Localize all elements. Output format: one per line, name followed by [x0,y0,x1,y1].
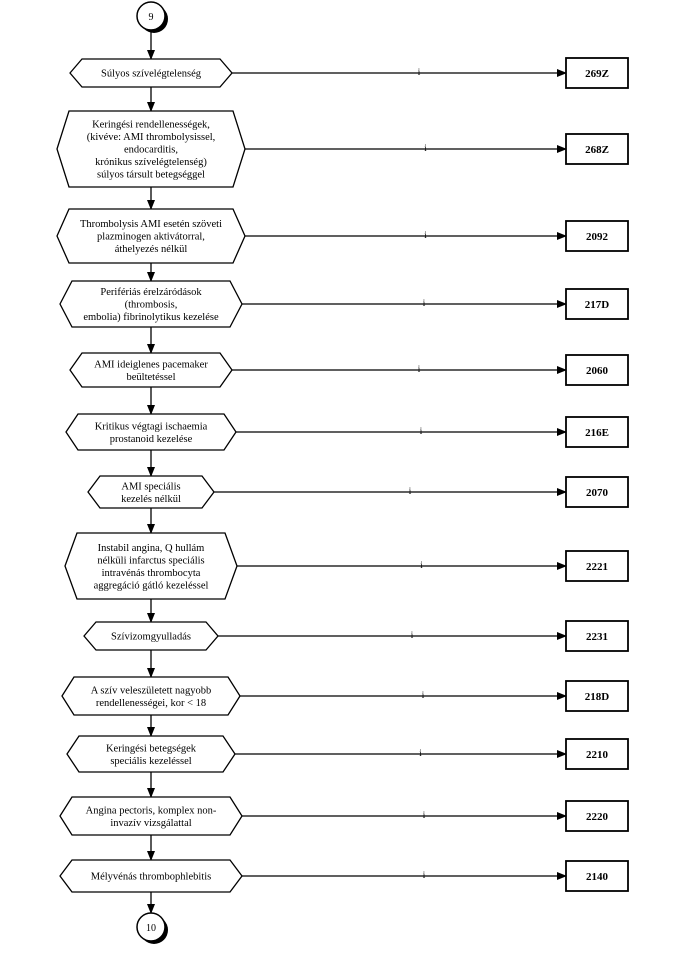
yes-mark: i [420,560,423,570]
code-box [565,57,629,89]
code-box [565,220,629,252]
yes-mark: i [418,364,421,374]
decision-node [59,859,243,893]
decision-node [69,58,233,88]
code-box-label: 216E [585,427,609,439]
yes-mark: i [418,67,421,77]
connector-bottom [136,912,166,942]
decision-node-text: Keringési betegségek [106,743,197,754]
code-box-label: 2140 [586,871,609,883]
decision-node [65,413,237,451]
decision-node [59,796,243,836]
decision-node-text: Szívizomgyulladás [111,632,191,643]
code-box-label: 218D [585,691,610,703]
yes-mark: i [409,486,412,496]
decision-node-text: endocarditis, [124,145,178,156]
decision-node-text: Thrombolysis AMI esetén szöveti [80,219,222,230]
connector-top-label: 9 [149,12,154,23]
decision-node [61,676,241,716]
decision-node-text: kezelés nélkül [121,494,181,505]
code-box [565,354,629,386]
decision-node [56,110,246,188]
decision-node-text: Keringési rendellenességek, [92,120,210,131]
decision-node-text: (thrombosis, [125,300,178,311]
code-box-label: 217D [585,299,610,311]
code-box [565,620,629,652]
code-box [565,860,629,892]
decision-node-text: súlyos társult betegséggel [97,170,205,181]
code-box-label: 2221 [586,561,608,573]
decision-node-text: intravénás thrombocyta [102,568,201,579]
yes-mark: i [419,748,422,758]
connector-bottom-label: 10 [146,923,156,934]
decision-node-text: aggregáció gátló kezeléssel [94,580,209,591]
yes-mark: i [423,870,426,880]
decision-node [69,352,233,388]
decision-node-text: prostanoid kezelése [110,434,193,445]
code-box [565,476,629,508]
yes-mark: i [423,298,426,308]
decision-node-text: AMI speciális [121,481,180,492]
yes-mark: i [424,230,427,240]
yes-mark: i [422,690,425,700]
decision-node-text: plazminogen aktivátorral, [97,232,205,243]
code-box [565,133,629,165]
code-box-label: 268Z [585,144,609,156]
code-box [565,288,629,320]
decision-node-text: nélküli infarctus speciális [97,555,204,566]
code-box [565,680,629,712]
yes-mark: i [411,630,414,640]
decision-node-text: Instabil angina, Q hullám [98,543,205,554]
decision-node-text: invazív vizsgálattal [110,818,191,829]
decision-node [59,280,243,328]
decision-node-text: speciális kezeléssel [110,756,191,767]
decision-node-text: Perifériás érelzáródások [100,287,202,298]
code-box-label: 2231 [586,631,608,643]
yes-mark: i [420,426,423,436]
yes-mark: i [423,810,426,820]
decision-node-text: Kritikus végtagi ischaemia [95,421,208,432]
decision-node-text: AMI ideiglenes pacemaker [94,359,208,370]
code-box [565,550,629,582]
code-box-label: 2220 [586,811,609,823]
decision-node-text: embolia) fibrinolytikus kezelése [83,312,219,323]
code-box-label: 269Z [585,68,609,80]
code-box [565,800,629,832]
decision-node-text: A szív veleszületett nagyobb [91,685,211,696]
decision-node-text: Súlyos szívelégtelenség [101,69,202,80]
decision-node [64,532,238,600]
decision-node-text: rendellenességei, kor < 18 [96,698,206,709]
decision-node-text: krónikus szívelégtelenség) [95,157,207,168]
decision-node [66,735,236,773]
decision-node-text: Mélyvénás thrombophlebitis [91,872,211,883]
code-box-label: 2092 [586,231,609,243]
decision-node-text: áthelyezés nélkül [115,244,188,255]
code-box-label: 2210 [586,749,609,761]
decision-node-text: Angina pectoris, komplex non- [86,805,217,816]
decision-node [83,621,219,651]
decision-node [87,475,215,509]
code-box [565,416,629,448]
decision-node-text: beültetéssel [127,372,176,383]
decision-node [56,208,246,264]
code-box-label: 2070 [586,487,609,499]
code-box-label: 2060 [586,365,609,377]
connector-top [136,1,166,31]
yes-mark: i [424,143,427,153]
code-box [565,738,629,770]
decision-node-text: (kivéve: AMI thrombolysissel, [87,132,216,143]
